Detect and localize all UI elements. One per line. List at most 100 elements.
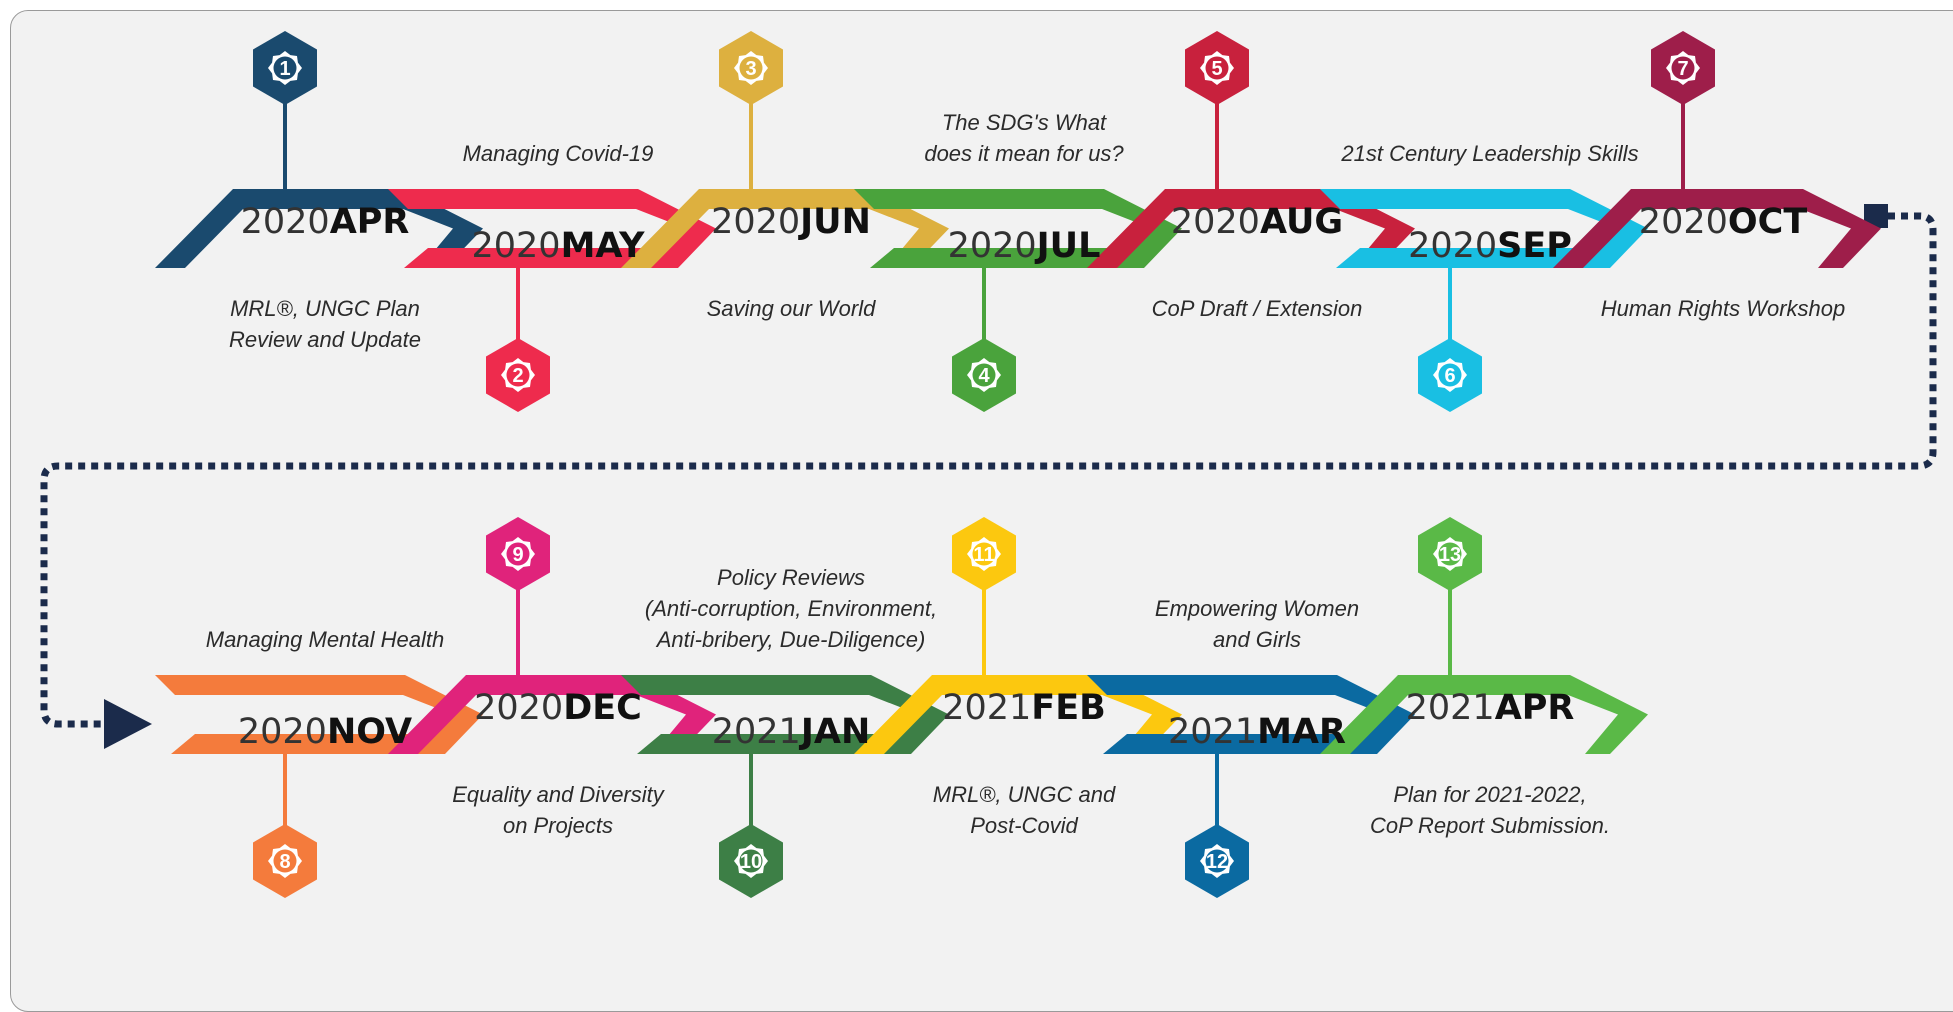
badge-number: 2 <box>512 365 523 387</box>
event-label-10: Policy Reviews (Anti-corruption, Environ… <box>644 565 938 652</box>
date-label-2020-may: 2020MAY <box>472 226 646 266</box>
date-month: AUG <box>1260 202 1343 242</box>
chevron-2021-jan <box>621 675 949 754</box>
badge-number: 4 <box>978 365 990 387</box>
event-label-5: CoP Draft / Extension <box>1151 296 1363 321</box>
date-year: 2021 <box>942 688 1031 728</box>
chevron-2021-feb <box>854 675 1182 754</box>
gear-hub-icon <box>1671 56 1695 80</box>
chevron-2020-apr <box>155 189 483 268</box>
event-label-8: Managing Mental Health <box>205 627 445 652</box>
event-label-3: Saving our World <box>706 296 876 321</box>
milestone-badge-11: 11 <box>952 517 1016 591</box>
date-label-2021-feb: 2021FEB <box>942 688 1106 728</box>
milestone-badge-8: 8 <box>253 824 317 898</box>
badge-number: 10 <box>740 851 762 873</box>
date-month: JUL <box>1035 226 1101 266</box>
milestone-badge-12: 12 <box>1185 824 1249 898</box>
date-year: 2020 <box>472 226 561 266</box>
badge-number: 5 <box>1211 58 1222 80</box>
date-month: APR <box>330 202 410 242</box>
milestone-badge-3: 3 <box>719 31 783 105</box>
date-label-2020-nov: 2020NOV <box>238 712 412 752</box>
date-month: JAN <box>799 712 870 752</box>
date-year: 2020 <box>711 202 800 242</box>
badge-number: 7 <box>1677 58 1688 80</box>
chevron-2020-oct <box>1553 189 1881 268</box>
date-year: 2021 <box>712 712 801 752</box>
badge-number: 13 <box>1439 544 1461 566</box>
badge-number: 3 <box>745 58 756 80</box>
gear-hub-icon <box>273 56 297 80</box>
gear-hub-icon <box>972 542 996 566</box>
gear-hub-icon <box>506 542 530 566</box>
date-month: MAY <box>561 226 646 266</box>
date-label-layer: 2020APR2020MAY2020JUN2020JUL2020AUG2020S… <box>238 202 1807 752</box>
date-label-2020-aug: 2020AUG <box>1171 202 1343 242</box>
date-year: 2020 <box>474 688 563 728</box>
date-label-2020-jul: 2020JUL <box>948 226 1101 266</box>
chevron-2020-jul <box>854 189 1182 268</box>
diagram-frame <box>10 10 1953 1012</box>
date-year: 2020 <box>241 202 330 242</box>
event-label-6: 21st Century Leadership Skills <box>1341 141 1639 166</box>
date-year: 2020 <box>948 226 1037 266</box>
milestone-badge-9: 9 <box>486 517 550 591</box>
badge-number: 6 <box>1444 365 1455 387</box>
date-label-2020-oct: 2020OCT <box>1639 202 1808 242</box>
date-month: JUN <box>798 202 871 242</box>
badge-number: 9 <box>512 544 523 566</box>
date-label-2021-mar: 2021MAR <box>1168 712 1346 752</box>
date-year: 2020 <box>238 712 327 752</box>
badge-number: 12 <box>1206 851 1228 873</box>
event-label-9: Equality and Diversity on Projects <box>452 782 664 838</box>
gear-hub-icon <box>506 363 530 387</box>
gear-hub-icon <box>1205 56 1229 80</box>
date-label-2020-jun: 2020JUN <box>711 202 871 242</box>
gear-hub-icon <box>1438 363 1462 387</box>
milestone-badge-1: 1 <box>253 31 317 105</box>
date-year: 2020 <box>1408 226 1497 266</box>
milestone-badge-7: 7 <box>1651 31 1715 105</box>
chevron-2021-mar <box>1087 675 1415 754</box>
badge-number: 1 <box>279 58 290 80</box>
milestone-badge-4: 4 <box>952 338 1016 412</box>
event-label-13: Plan for 2021-2022, CoP Report Submissio… <box>1369 782 1611 838</box>
chevron-band <box>155 189 1881 754</box>
milestone-badge-6: 6 <box>1418 338 1482 412</box>
date-label-2020-dec: 2020DEC <box>474 688 642 728</box>
event-label-1: MRL®, UNGC Plan Review and Update <box>228 296 421 352</box>
timeline-graphic: 123456789101112132020APR2020MAY2020JUN20… <box>40 31 1937 898</box>
event-label-2: Managing Covid-19 <box>462 141 654 166</box>
date-month: APR <box>1495 688 1575 728</box>
event-label-12: Empowering Women and Girls <box>1154 596 1360 652</box>
chevron-2020-may <box>388 189 716 268</box>
connector-arrow-icon <box>104 699 152 749</box>
chevron-2020-sep <box>1320 189 1648 268</box>
event-label-11: MRL®, UNGC and Post-Covid <box>932 782 1116 838</box>
date-month: NOV <box>327 712 412 752</box>
gear-hub-icon <box>739 849 763 873</box>
date-year: 2021 <box>1406 688 1495 728</box>
date-year: 2020 <box>1171 202 1260 242</box>
milestone-badge-2: 2 <box>486 338 550 412</box>
chevron-2020-aug <box>1087 189 1415 268</box>
chevron-2020-nov <box>155 675 483 754</box>
date-month: FEB <box>1031 688 1106 728</box>
date-label-2021-jan: 2021JAN <box>712 712 870 752</box>
gear-hub-icon <box>273 849 297 873</box>
badge-number: 11 <box>973 544 994 566</box>
date-label-2020-apr: 2020APR <box>241 202 410 242</box>
date-year: 2021 <box>1168 712 1257 752</box>
milestone-badge-13: 13 <box>1418 517 1482 591</box>
chevron-2020-dec <box>388 675 716 754</box>
milestone-badge-10: 10 <box>719 824 783 898</box>
date-month: DEC <box>563 688 642 728</box>
event-label-4: The SDG's What does it mean for us? <box>924 110 1124 166</box>
chevron-2020-jun <box>621 189 949 268</box>
date-month: OCT <box>1728 202 1807 242</box>
badge-number: 8 <box>279 851 290 873</box>
dotted-connector <box>40 212 1937 728</box>
